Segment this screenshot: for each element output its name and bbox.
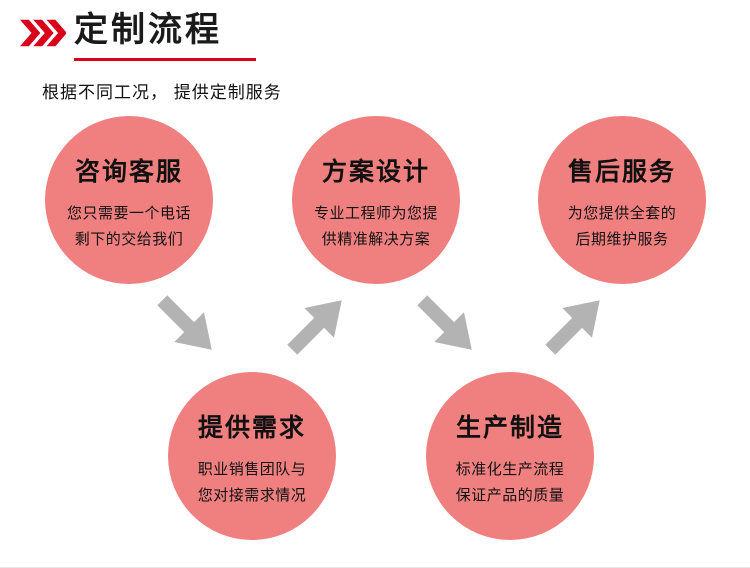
step-circle-provide-requirements: 提供需求 职业销售团队与 您对接需求情况 xyxy=(168,372,336,540)
arrow-up-right-icon xyxy=(534,284,616,366)
step-description: 您只需要一个电话 剩下的交给我们 xyxy=(66,204,191,249)
step-description: 职业销售团队与 您对接需求情况 xyxy=(197,460,307,505)
step-description: 为您提供全套的 后期维护服务 xyxy=(567,204,677,249)
section-subtitle: 根据不同工况， 提供定制服务 xyxy=(42,83,282,102)
page-title: 定制流程 xyxy=(74,11,256,62)
step-title: 提供需求 xyxy=(197,413,306,442)
step-title: 方案设计 xyxy=(321,157,430,186)
step-description: 标准化生产流程 保证产品的质量 xyxy=(455,460,565,505)
arrow-up-right-icon xyxy=(276,284,358,366)
step-circle-after-sales: 售后服务 为您提供全套的 后期维护服务 xyxy=(538,116,706,284)
arrow-down-right-icon xyxy=(406,284,488,366)
step-title: 生产制造 xyxy=(455,413,564,442)
step-circle-consult-service: 咨询客服 您只需要一个电话 剩下的交给我们 xyxy=(45,116,213,284)
step-title: 售后服务 xyxy=(567,157,676,186)
triple-chevron-right-icon xyxy=(20,19,66,47)
step-circle-manufacturing: 生产制造 标准化生产流程 保证产品的质量 xyxy=(426,372,594,540)
section-header: 定制流程 xyxy=(20,11,256,62)
step-description: 专业工程师为您提 供精准解决方案 xyxy=(313,204,438,249)
step-circle-solution-design: 方案设计 专业工程师为您提 供精准解决方案 xyxy=(292,116,460,284)
arrow-down-right-icon xyxy=(146,284,228,366)
step-title: 咨询客服 xyxy=(74,157,183,186)
